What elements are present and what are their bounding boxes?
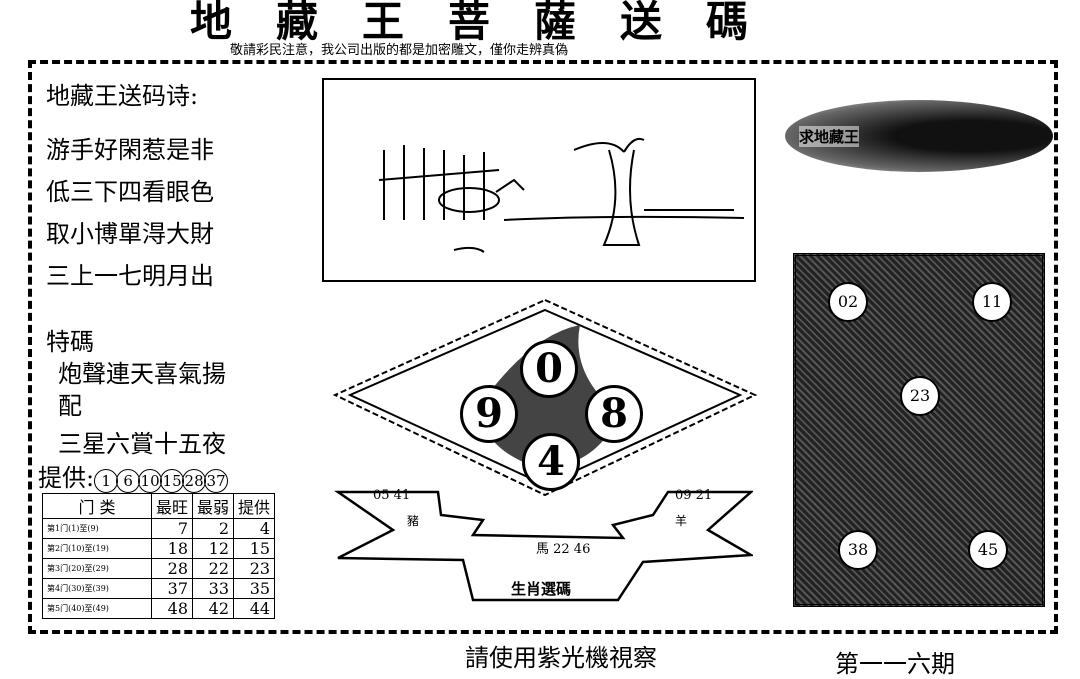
diamond-emblem: 0 9 8 4 — [330, 295, 760, 525]
ball: 02 — [828, 282, 868, 322]
col-header: 最弱 — [192, 493, 235, 519]
ball: 4 — [522, 433, 580, 491]
ball: 8 — [585, 385, 643, 443]
page-title: 地藏王菩薩送碼 — [190, 0, 793, 46]
cell: 22 — [192, 558, 235, 579]
row-label: 第3门(20)至(29) — [42, 558, 152, 579]
row-label: 第1门(1)至(9) — [42, 518, 152, 539]
circled-number: 15 — [160, 469, 185, 493]
oval-text: 求地藏王 — [799, 126, 860, 147]
dark-panel: 02 11 23 38 45 — [793, 253, 1045, 607]
special-heading: 特碼 — [46, 328, 94, 356]
col-header: 最旺 — [150, 493, 194, 519]
cell: 48 — [150, 598, 194, 619]
title-note: 敬請彩民注意，我公司出版的都是加密雕文，僅你走辨真偽 — [230, 43, 569, 58]
row-label: 第5门(40)至(49) — [42, 598, 152, 619]
special-line: 三星六賞十五夜 — [58, 430, 226, 458]
cell: 18 — [150, 538, 194, 559]
ball: 11 — [972, 282, 1012, 322]
cell: 35 — [233, 578, 276, 599]
col-header: 提供 — [233, 493, 276, 519]
poem-line: 取小博單淂大財 — [46, 220, 214, 248]
oval-seal: 求地藏王 — [785, 100, 1053, 172]
ball: 9 — [460, 385, 518, 443]
poem-line: 游手好閑惹是非 — [46, 136, 214, 164]
right-numbers: 09 21 — [675, 488, 713, 503]
special-line: 炮聲連天喜氣揚 — [58, 360, 226, 388]
issue-number: 第一一六期 — [835, 650, 955, 678]
table-header: 门 类最旺最弱提供 — [42, 493, 276, 519]
cell: 7 — [150, 518, 194, 539]
middle-numbers: 馬 22 46 — [536, 542, 591, 557]
circled-number: 37 — [204, 469, 229, 493]
provide-label: 提供: — [38, 464, 95, 492]
ball: 23 — [900, 376, 940, 416]
cell: 15 — [233, 538, 276, 559]
circled-number: 28 — [182, 469, 207, 493]
cell: 44 — [233, 598, 276, 619]
circled-number: 6 — [116, 469, 141, 493]
left-zodiac: 豬 — [407, 514, 420, 528]
cell: 28 — [150, 558, 194, 579]
circled-number: 10 — [138, 469, 163, 493]
cell: 42 — [192, 598, 235, 619]
banner-text: 生肖選碼 — [511, 580, 572, 598]
row-label: 第4门(30)至(39) — [42, 578, 152, 599]
poem-heading: 地藏王送码诗: — [46, 82, 199, 110]
cell: 4 — [233, 518, 276, 539]
row-label: 第2门(10)至(19) — [42, 538, 152, 559]
circled-number: 1 — [94, 469, 119, 493]
zodiac-banner: 05 41 豬 09 21 羊 馬 22 46 生肖選碼 — [333, 480, 753, 610]
right-zodiac: 羊 — [675, 514, 688, 528]
poem-line: 三上一七明月出 — [46, 262, 214, 290]
dashed-frame — [28, 60, 1058, 634]
illustration-dog-tree — [322, 78, 756, 282]
ball: 38 — [838, 530, 878, 570]
special-line: 配 — [58, 392, 82, 420]
poem-line: 低三下四看眼色 — [46, 178, 214, 206]
ball: 45 — [968, 530, 1008, 570]
footer-note: 請使用紫光機視察 — [465, 644, 657, 672]
cell: 2 — [192, 518, 235, 539]
cell: 23 — [233, 558, 276, 579]
cell: 37 — [150, 578, 194, 599]
cell: 12 — [192, 538, 235, 559]
left-numbers: 05 41 — [373, 488, 411, 503]
cell: 33 — [192, 578, 235, 599]
ball: 0 — [520, 340, 578, 398]
col-header: 门 类 — [42, 493, 152, 519]
